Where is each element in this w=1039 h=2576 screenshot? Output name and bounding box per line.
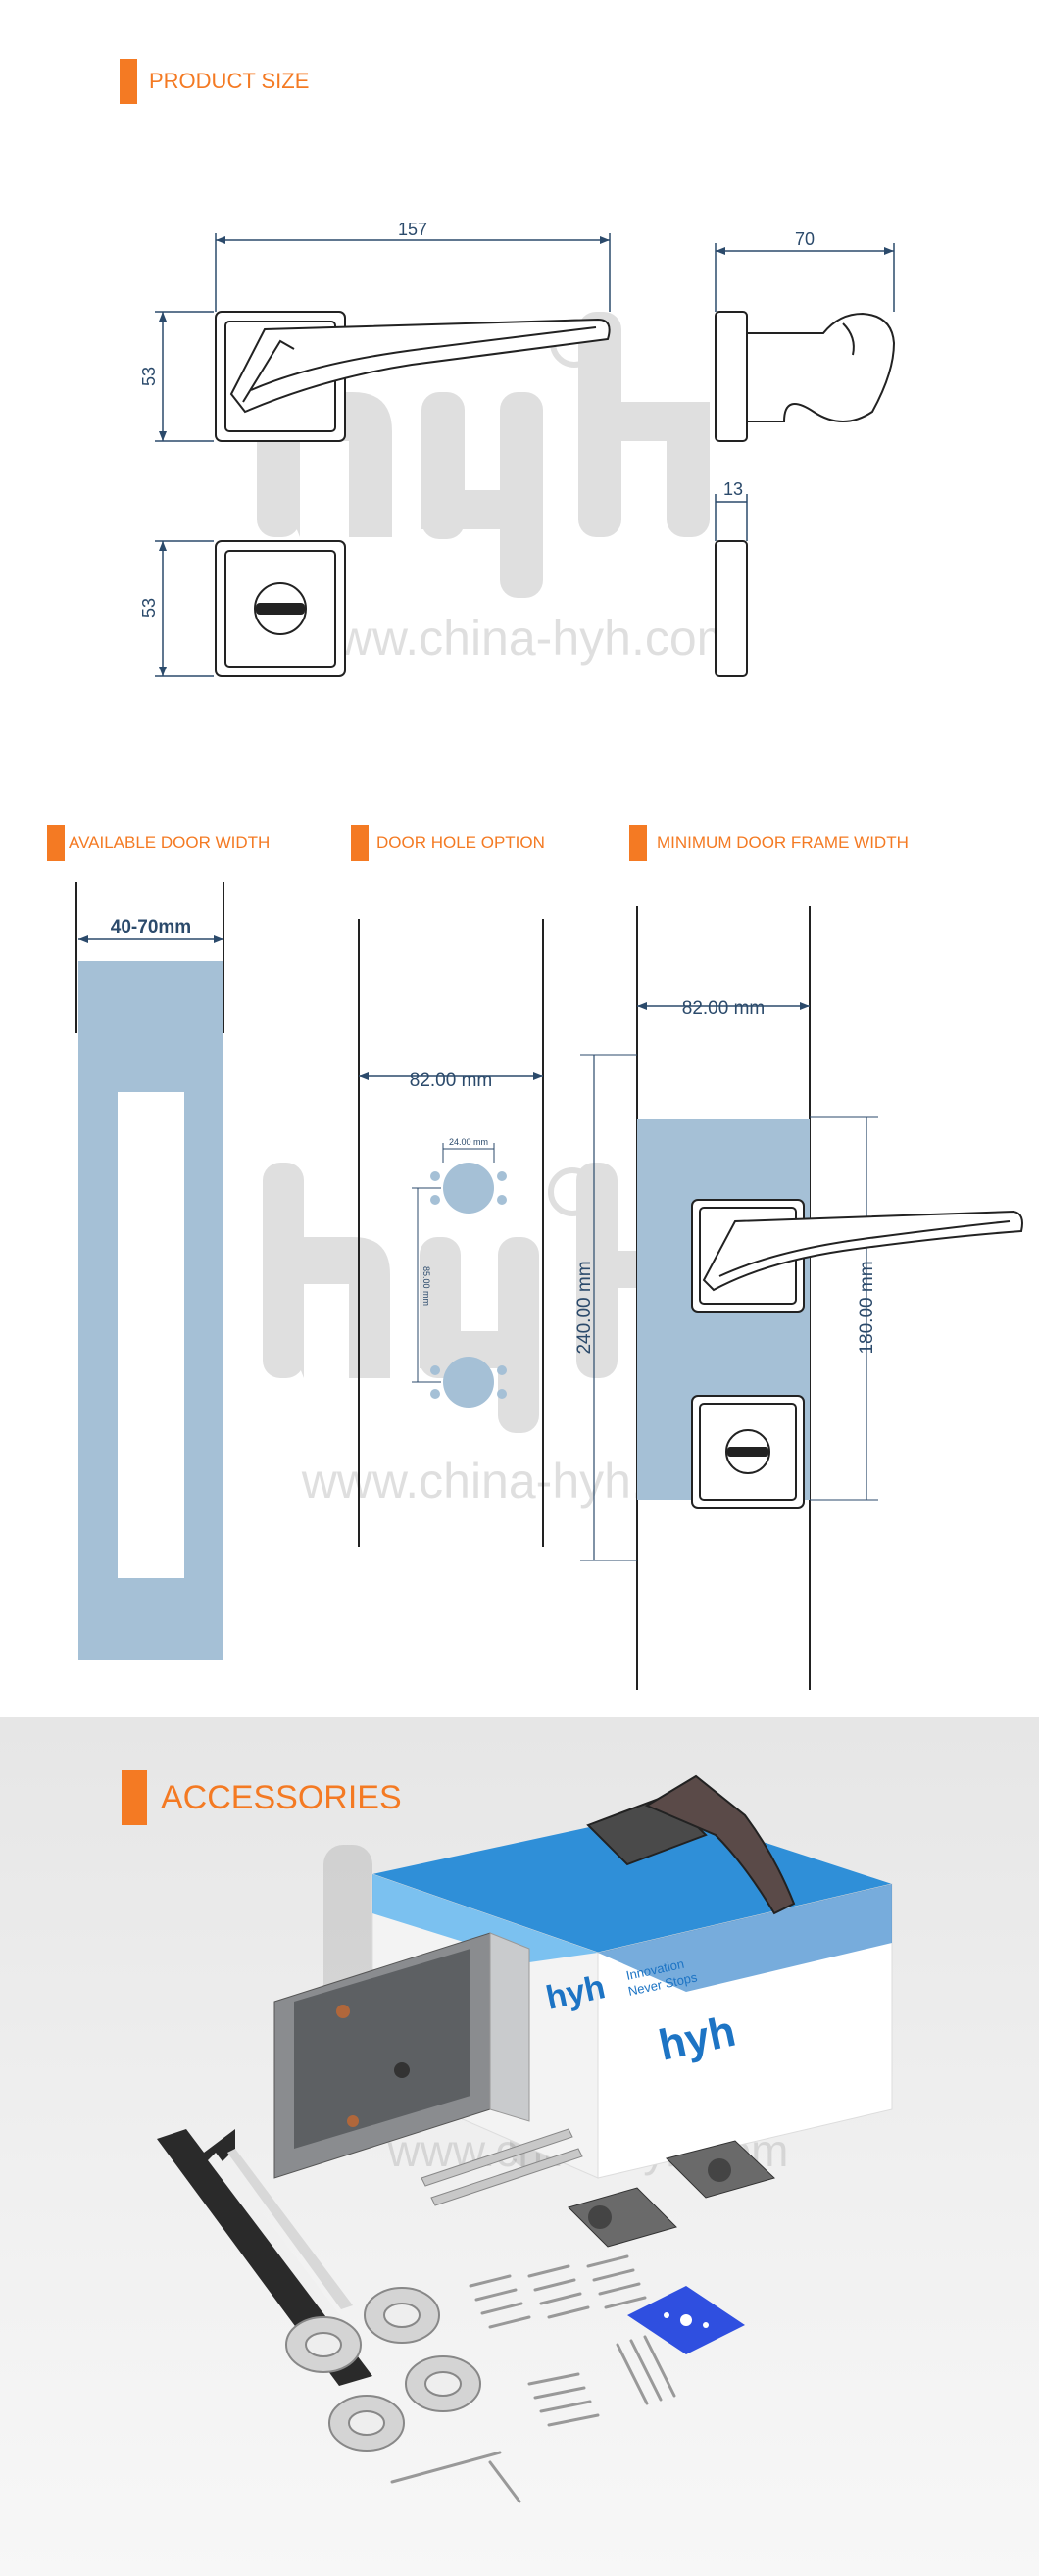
min-frame-heading: MINIMUM DOOR FRAME WIDTH [629,825,909,861]
handle-front-view [215,311,611,442]
accent-bar [120,59,137,104]
accessories-illustration: www.china-hyh.com hyh Innovation Never S… [157,1774,893,2503]
dim-height: 53 [139,367,159,386]
screws [390,2254,676,2503]
hole-backset: 82.00 mm [410,1070,492,1091]
frame-handle-height: 180.00 mm [857,1261,877,1354]
mortise-lock [273,1932,530,2179]
accessories-section: ACCESSORIES www.china-hyh.com hyh Innova… [0,1717,1039,2576]
frame-backset: 82.00 mm [682,998,765,1018]
dim-rose-height: 53 [139,598,159,618]
hole-spacing: 24.00 mm [449,1137,488,1147]
door-info-drawing: www.china-hyh.com 40-70mm 82.00 mm 24.00… [75,882,1023,1690]
product-size-drawing: www.china-hyh.com 157 53 53 70 13 [139,220,896,677]
accessories-title: ACCESSORIES [161,1778,402,1816]
escutcheon-rings [285,2287,481,2452]
dim-rose-thickness: 13 [723,479,743,499]
spindles [421,2128,583,2206]
door-hole-title: DOOR HOLE OPTION [376,833,545,852]
min-frame-title: MINIMUM DOOR FRAME WIDTH [657,833,909,852]
privacy-roses [568,2140,775,2248]
hole-center: 85.00 mm [421,1266,431,1306]
dim-projection: 70 [795,229,815,249]
min-frame-diagram [580,906,1023,1690]
drill-template [627,2286,745,2354]
privacy-rose-front [215,540,346,677]
door-width-heading: AVAILABLE DOOR WIDTH [47,825,270,861]
accessories-heading: ACCESSORIES [122,1770,402,1825]
door-width-title: AVAILABLE DOOR WIDTH [69,833,271,852]
accent-bar [122,1770,147,1825]
dim-width: 157 [398,220,427,239]
frame-total-height: 240.00 mm [574,1261,595,1354]
door-hole-diagram [358,919,544,1547]
accent-bar [47,825,65,861]
door-width-range: 40-70mm [111,917,191,938]
watermark-url: www.china-hyh.com [301,611,738,666]
product-size-title: PRODUCT SIZE [149,69,310,93]
product-size-heading: PRODUCT SIZE [120,59,309,104]
accent-bar [629,825,647,861]
handle-side-view [715,311,896,442]
accent-bar [351,825,369,861]
privacy-rose-side [715,540,748,677]
door-width-panel [75,882,224,1660]
door-hole-heading: DOOR HOLE OPTION [351,825,545,861]
handle-on-box [586,1774,796,1915]
